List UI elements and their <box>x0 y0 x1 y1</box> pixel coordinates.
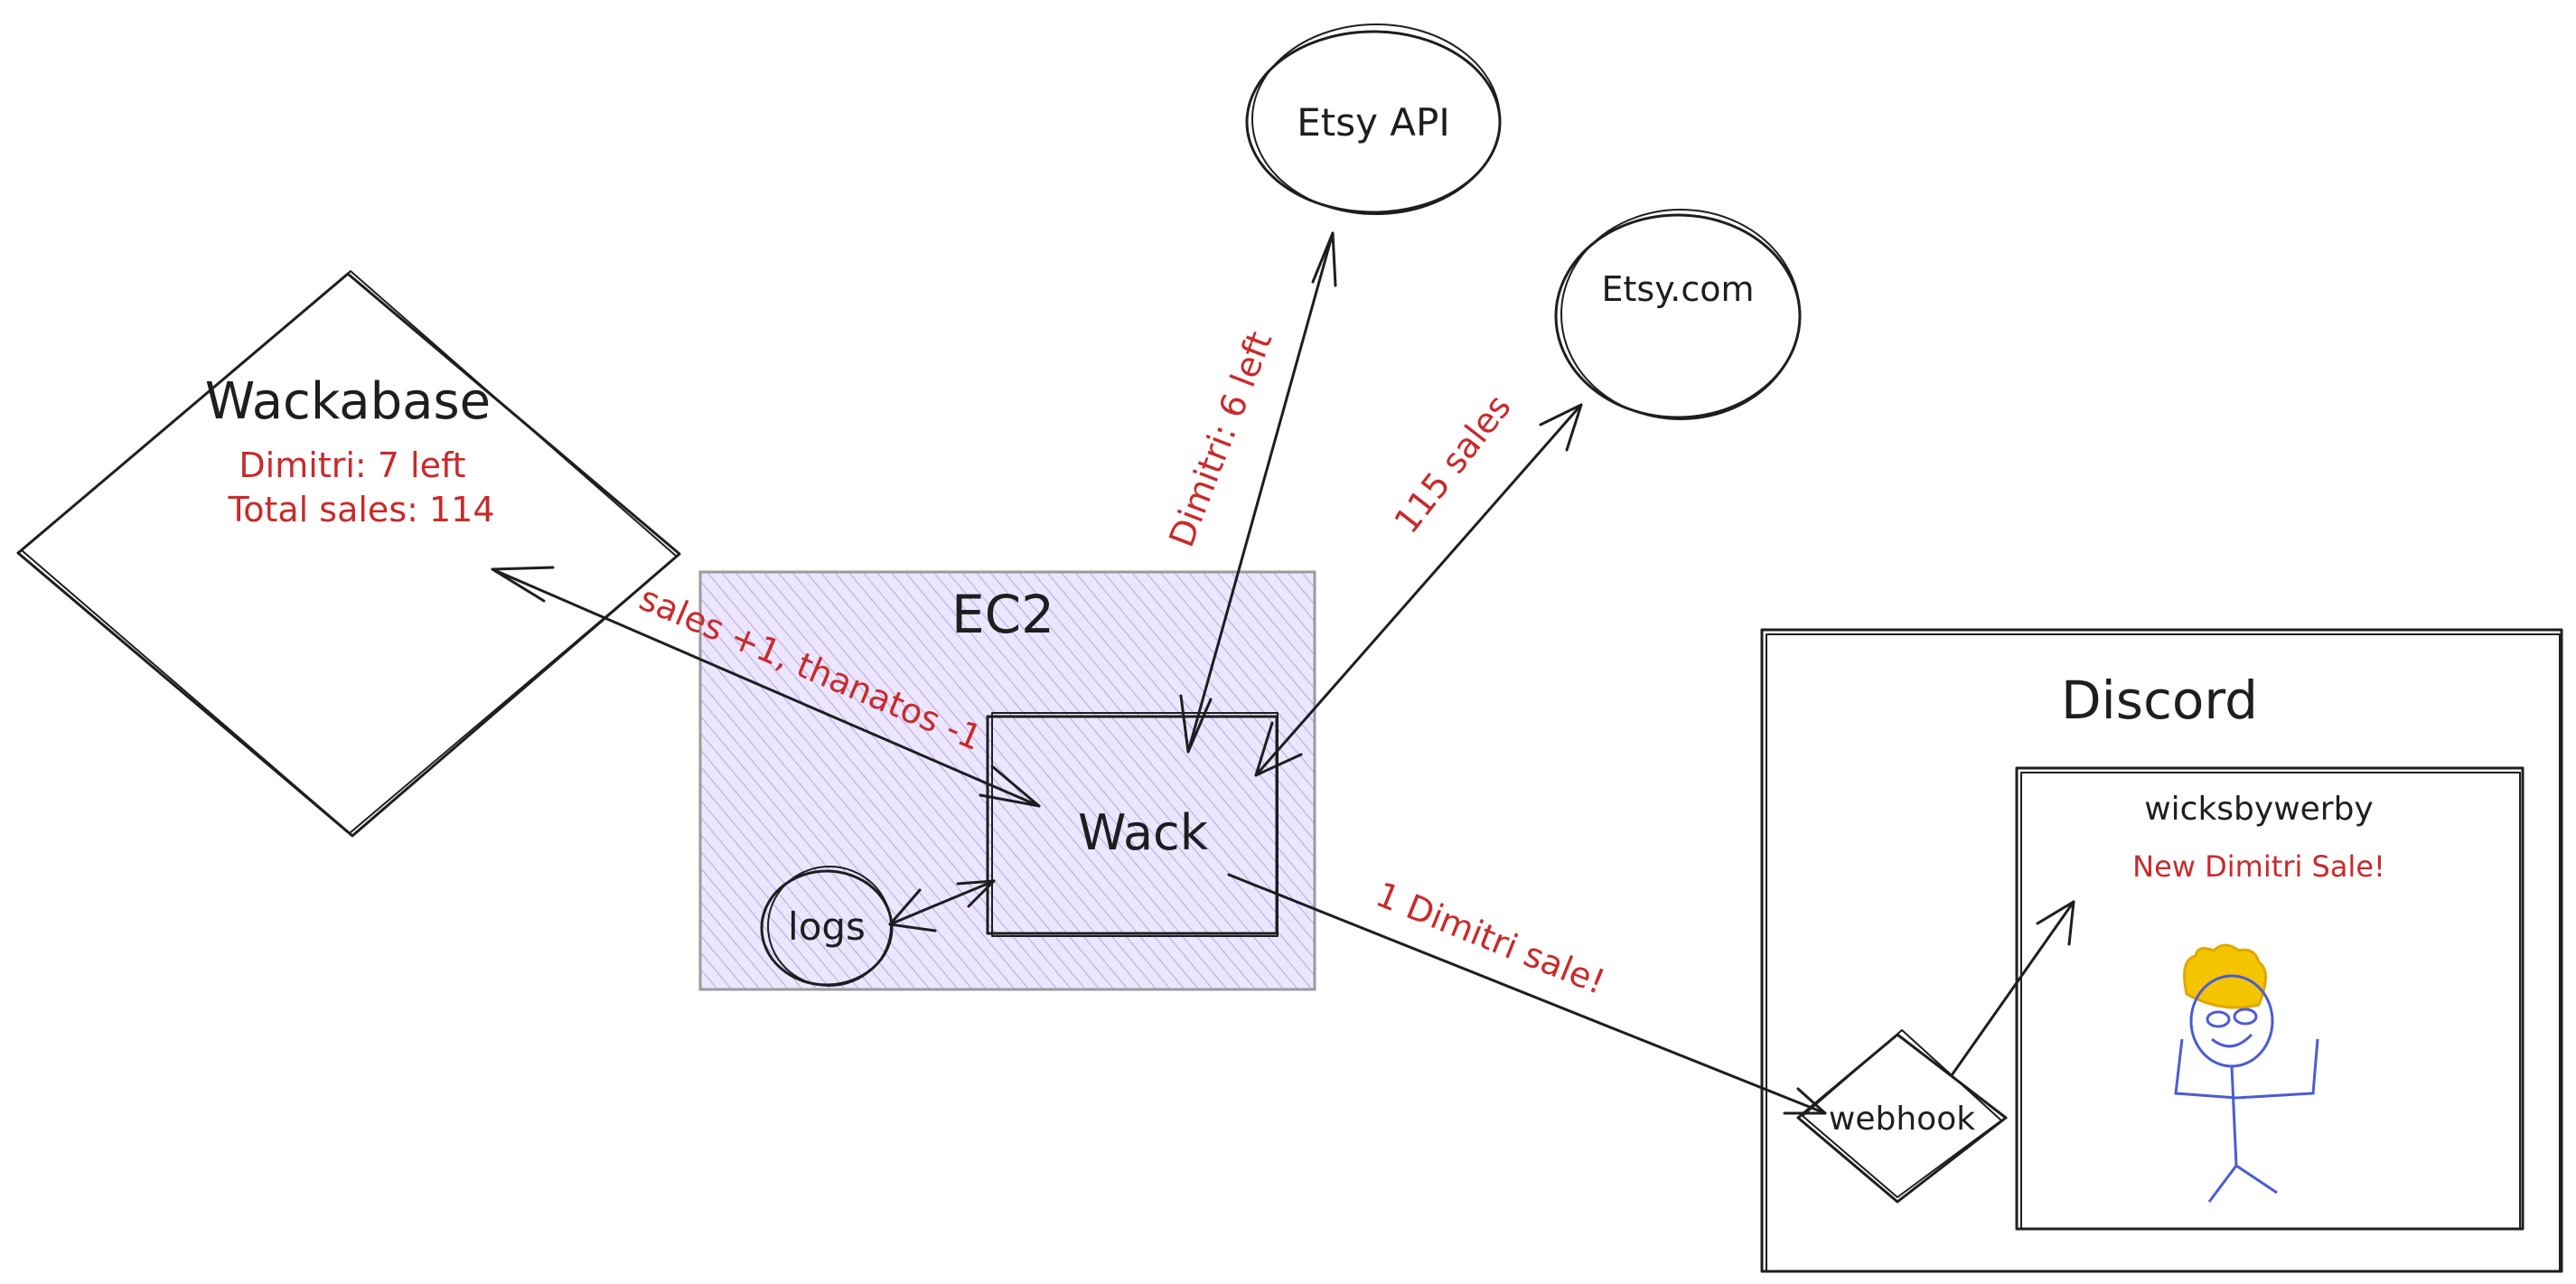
edge-label-wack-webhook: 1 Dimitri sale! <box>1371 875 1611 1003</box>
arrow-wack-webhook <box>1227 873 1827 1115</box>
wackabase-stock-line: Dimitri: 7 left <box>239 445 465 485</box>
logs-title: logs <box>788 904 866 949</box>
wack-title: Wack <box>1078 804 1209 861</box>
arrow-wack-wackabase <box>491 566 1041 808</box>
channel-name: wicksbywerby <box>2144 791 2374 828</box>
edge-label-wack-etsy-com: 115 sales <box>1386 387 1518 540</box>
stick-figure-avatar <box>2174 943 2319 1203</box>
wackabase-node: Wackabase Dimitri: 7 left Total sales: 1… <box>16 270 681 838</box>
wackabase-sales-line: Total sales: 114 <box>227 490 494 530</box>
edge-label-wack-etsy-api: Dimitri: 6 left <box>1161 326 1279 552</box>
channel-panel: wicksbywerby New Dimitri Sale! <box>2015 766 2524 1231</box>
logs-node: logs <box>760 866 894 987</box>
etsy-api-title: Etsy API <box>1297 100 1450 145</box>
arrow-wack-etsy-com <box>1254 403 1583 777</box>
webhook-node: webhook <box>1796 1029 2008 1204</box>
etsy-api-node: Etsy API <box>1245 23 1502 215</box>
arrow-webhook-channel <box>1950 900 2075 1077</box>
wackabase-title: Wackabase <box>205 372 491 431</box>
wack-node: Wack <box>986 712 1279 937</box>
webhook-title: webhook <box>1829 1101 1975 1138</box>
discord-container: Discord <box>1760 628 2563 1273</box>
etsy-com-title: Etsy.com <box>1601 269 1754 309</box>
channel-message: New Dimitri Sale! <box>2132 849 2385 884</box>
etsy-com-node: Etsy.com <box>1554 209 1802 420</box>
arrow-wack-etsy-api <box>1179 231 1337 754</box>
ec2-title: EC2 <box>951 584 1054 645</box>
discord-title: Discord <box>2061 670 2258 731</box>
arrow-logs-wack <box>888 879 996 933</box>
